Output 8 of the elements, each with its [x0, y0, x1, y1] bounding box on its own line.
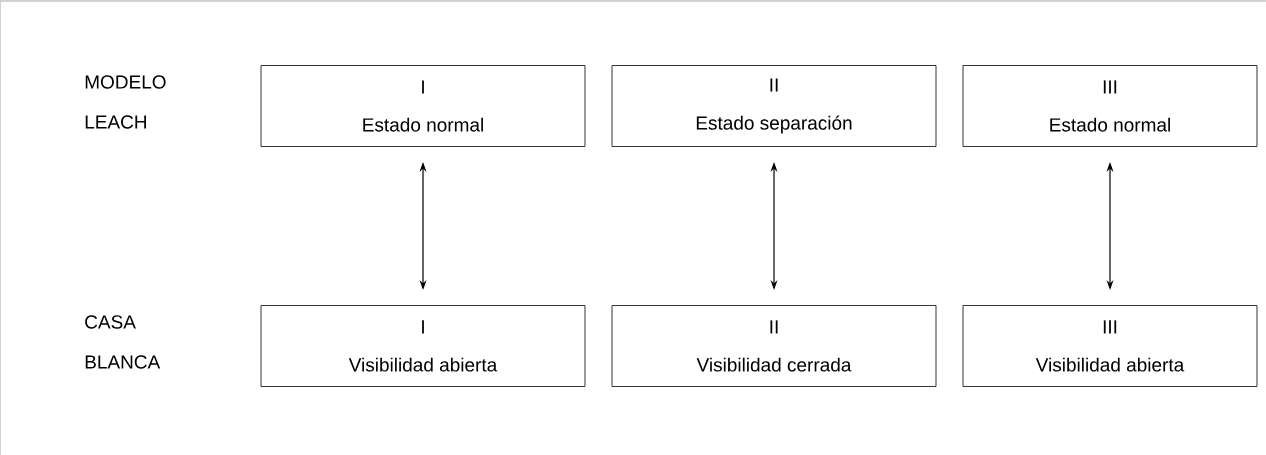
- row-label: MODELO LEACH: [85, 75, 166, 129]
- state-box: I Estado normal: [260, 65, 586, 147]
- state-box: I Visibilidad abierta: [260, 305, 586, 387]
- state-box: III Visibilidad abierta: [962, 305, 1258, 387]
- state-box: III Estado normal: [962, 65, 1258, 147]
- state-box: II Visibilidad cerrada: [611, 305, 937, 387]
- state-box: II Estado separación: [611, 65, 937, 147]
- row-label: CASA BLANCA: [85, 315, 161, 369]
